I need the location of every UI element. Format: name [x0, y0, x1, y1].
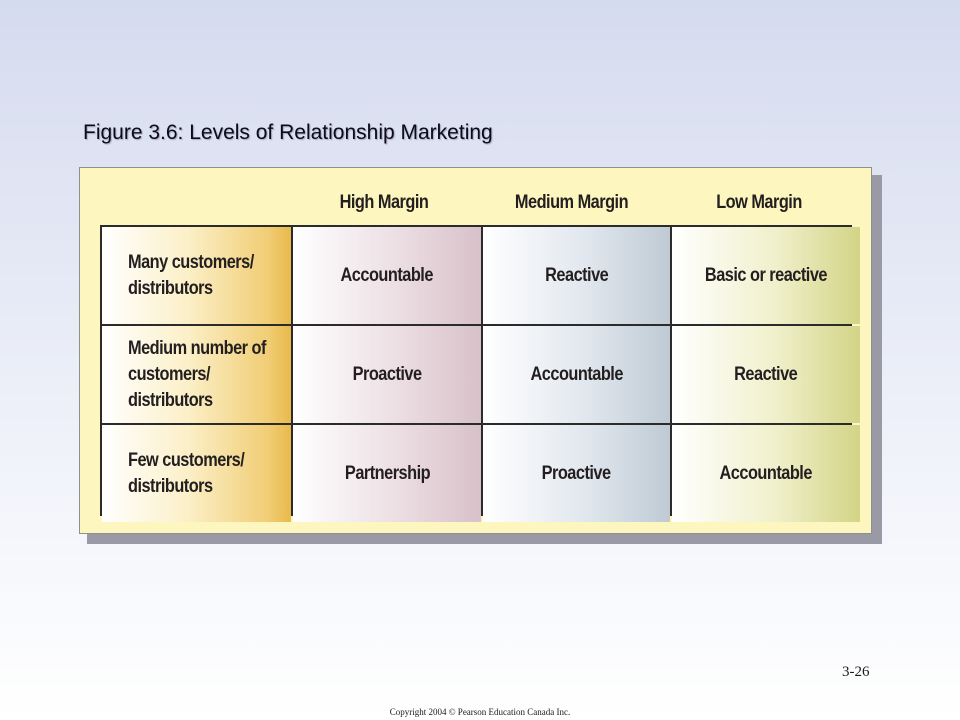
cell-value: Accountable [340, 264, 434, 286]
cell-value: Reactive [544, 264, 609, 286]
row-header-label: Many customers/ distributors [128, 251, 254, 299]
table-cell: Partnership [293, 425, 481, 522]
row-header-few-customers: Few customers/ distributors [102, 425, 291, 522]
row-header-label: Medium number of customers/ distributors [128, 337, 266, 411]
cell-value: Partnership [344, 462, 430, 484]
table-cell: Accountable [293, 227, 481, 324]
column-header-low-margin: Low Margin [716, 192, 802, 213]
cell-value: Accountable [719, 462, 813, 484]
relationship-marketing-table: Many customers/ distributors Accountable… [100, 225, 860, 522]
slide-title: Figure 3.6: Levels of Relationship Marke… [83, 121, 493, 144]
table-cell: Accountable [672, 425, 860, 522]
page-number: 3-26 [842, 664, 870, 680]
cell-value: Proactive [542, 462, 611, 484]
cell-value: Basic or reactive [704, 264, 828, 286]
column-header-medium-margin: Medium Margin [514, 192, 629, 213]
table-cell: Basic or reactive [672, 227, 860, 324]
table-cell: Accountable [483, 326, 670, 423]
row-header-medium-customers: Medium number of customers/ distributors [102, 326, 291, 423]
table-cell: Reactive [483, 227, 670, 324]
cell-value: Proactive [352, 363, 422, 385]
table-cell: Proactive [293, 326, 481, 423]
row-header-many-customers: Many customers/ distributors [102, 227, 291, 324]
cell-value: Accountable [530, 363, 623, 385]
cell-value: Reactive [734, 363, 798, 385]
row-header-label: Few customers/ distributors [128, 449, 245, 497]
column-header-high-margin: High Margin [339, 192, 429, 213]
copyright-notice: Copyright 2004 © Pearson Education Canad… [389, 707, 571, 717]
table-cell: Reactive [672, 326, 860, 423]
table-cell: Proactive [483, 425, 670, 522]
